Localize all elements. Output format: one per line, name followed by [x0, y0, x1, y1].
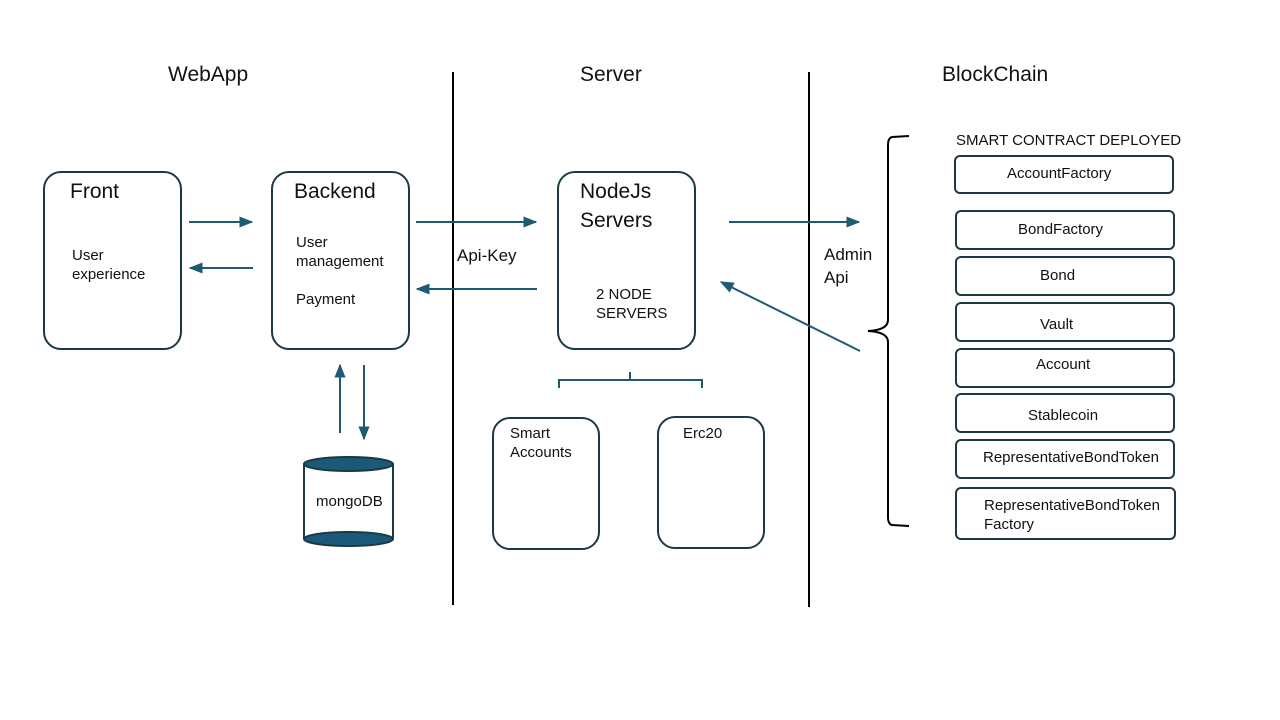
contracts-curly-brace	[867, 135, 910, 527]
backend-line1: User	[296, 234, 328, 251]
front-title: Front	[70, 180, 120, 203]
admin-api-line2: Api	[824, 268, 849, 287]
contract-label: Bond	[1040, 267, 1076, 284]
contract-box-accountfactory: AccountFactory	[954, 155, 1174, 194]
admin-api-line1: Admin	[824, 245, 873, 264]
contracts-header: SMART CONTRACT DEPLOYED	[956, 132, 1182, 149]
erc20-box	[657, 416, 765, 549]
contract-box-vault: Vault	[955, 302, 1175, 342]
mongodb-label: mongoDB	[316, 493, 383, 510]
contract-box-bond: Bond	[955, 256, 1175, 296]
front-line1: User	[72, 247, 104, 264]
contract-box-account: Account	[955, 348, 1175, 388]
server-section-title: Server	[580, 63, 642, 86]
mongodb-cylinder	[303, 456, 394, 547]
smart-accounts-box	[492, 417, 600, 550]
contract-box-representativebondtoken: RepresentativeBondToken	[955, 439, 1175, 479]
nodejs-box	[557, 171, 696, 350]
contract-box-bondfactory: BondFactory	[955, 210, 1175, 250]
nodejs-title2: Servers	[580, 209, 653, 232]
backend-title: Backend	[294, 180, 376, 203]
blockchain-section-title: BlockChain	[942, 63, 1049, 86]
arrow-blockchain-to-node	[719, 281, 861, 352]
contract-label: AccountFactory	[1007, 165, 1112, 182]
backend-line3: Payment	[296, 291, 356, 308]
contract-box-stablecoin: Stablecoin	[955, 393, 1175, 433]
contract-box-representativebondtokenfactory: RepresentativeBondToken Factory	[955, 487, 1176, 540]
front-line2: experience	[72, 266, 146, 283]
backend-box	[271, 171, 410, 350]
contract-label: RepresentativeBondToken	[983, 449, 1159, 466]
smart-accounts-line1: Smart	[510, 425, 551, 442]
contract-label: BondFactory	[1018, 221, 1104, 238]
nodejs-line2: SERVERS	[596, 305, 668, 322]
smart-accounts-line2: Accounts	[510, 444, 572, 461]
backend-line2: management	[296, 253, 384, 270]
divider-webapp-server	[452, 72, 454, 605]
contract-label-line1: RepresentativeBondToken	[984, 497, 1160, 514]
contract-label: Account	[1036, 356, 1091, 373]
nodejs-line1: 2 NODE	[596, 286, 652, 303]
nodejs-title1: NodeJs	[580, 180, 652, 203]
contract-label: Stablecoin	[1028, 407, 1099, 424]
contract-label-line2: Factory	[984, 516, 1035, 533]
front-box	[43, 171, 182, 350]
api-key-label: Api-Key	[457, 246, 517, 265]
node-subservice-bracket	[558, 372, 703, 388]
erc20-label: Erc20	[683, 425, 723, 442]
divider-server-blockchain	[808, 72, 810, 607]
webapp-section-title: WebApp	[168, 63, 249, 86]
contract-label: Vault	[1040, 316, 1074, 333]
